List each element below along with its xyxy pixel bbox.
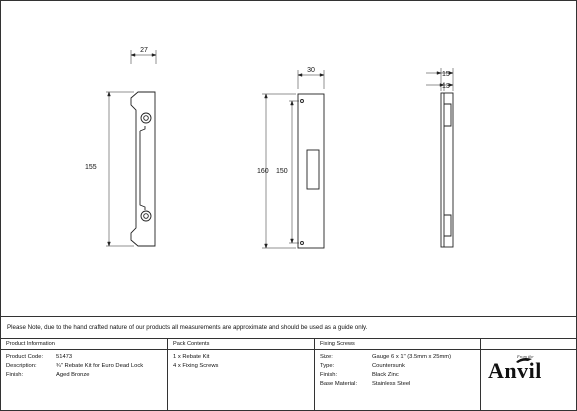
pack-item: 1 x Rebate Kit: [173, 354, 210, 360]
screw-material-label: Base Material:: [320, 381, 358, 387]
fixing-screws-body: Size: Gauge 6 x 1" (3.5mm x 25mm) Type: Co…: [320, 350, 478, 411]
pack-contents-heading: Pack Contents: [168, 339, 315, 350]
anvil-icon: [516, 358, 532, 363]
screw-size-value: Gauge 6 x 1" (3.5mm x 25mm): [372, 354, 452, 360]
disclaimer-note: Please Note, due to the hand crafted nat…: [1, 317, 576, 339]
dim-edge-inner-label: 13: [442, 83, 450, 90]
description-row: Description: ¾" Rebate Kit for Euro Dead …: [6, 363, 143, 369]
product-code-row: Product Code: 51473: [6, 354, 72, 360]
divider: [167, 339, 168, 411]
screw-type-label: Type:: [320, 363, 335, 369]
front-top-screw-hole: [140, 112, 152, 124]
finish-row: Finish: Aged Bronze: [6, 372, 90, 378]
description-value: ¾" Rebate Kit for Euro Dead Lock: [56, 363, 144, 369]
screw-finish-row: Finish: Black Zinc: [320, 372, 399, 378]
screw-material-value: Stainless Steel: [372, 381, 411, 387]
front-plate-outline: [130, 91, 156, 247]
edge-view: [440, 92, 454, 248]
screw-finish-value: Black Zinc: [372, 372, 399, 378]
brand-heading-cell: [481, 339, 576, 350]
pack-contents-body: 1 x Rebate Kit 4 x Fixing Screws: [173, 350, 313, 411]
screw-size-row: Size: Gauge 6 x 1" (3.5mm x 25mm): [320, 354, 451, 360]
screw-material-row: Base Material: Stainless Steel: [320, 381, 410, 387]
dim-side-width-label: 30: [307, 67, 315, 74]
front-view: [130, 91, 156, 247]
dim-side-inner-height-label: 150: [276, 168, 288, 175]
dim-side-width: [297, 70, 325, 89]
screw-size-label: Size:: [320, 354, 333, 360]
finish-label: Finish:: [6, 372, 24, 378]
dim-edge-outer-label: 15: [442, 71, 450, 78]
dim-front-height-label: 155: [85, 164, 97, 171]
product-info-heading: Product Information: [1, 339, 168, 350]
front-plate-inner-slot: [139, 126, 146, 210]
dim-side-inner-height: [289, 100, 299, 244]
edge-bottom-tab: [444, 214, 452, 237]
screw-finish-label: Finish:: [320, 372, 338, 378]
divider: [480, 339, 481, 411]
side-view: [297, 93, 325, 249]
brand-tagline: From the: [517, 354, 534, 359]
dim-side-outer-height-label: 160: [257, 168, 269, 175]
dim-edge-outer: [426, 68, 454, 91]
dim-edge-inner: [426, 82, 454, 91]
side-top-hole: [300, 99, 304, 103]
side-plate-cutout: [306, 149, 320, 190]
side-plate-outline: [297, 93, 325, 249]
edge-plate-outline: [440, 92, 454, 248]
product-code-label: Product Code:: [6, 354, 44, 360]
dim-front-width-label: 27: [140, 47, 148, 54]
divider: [314, 339, 315, 411]
front-bottom-screw-hole: [140, 210, 152, 222]
product-info-body: Product Code: 51473 Description: ¾" Rebate…: [6, 350, 166, 411]
dim-side-outer-height: [262, 93, 296, 249]
dim-front-height: [106, 91, 134, 247]
pack-item: 4 x Fixing Screws: [173, 363, 219, 369]
finish-value: Aged Bronze: [56, 372, 90, 378]
anvil-logo: From the Anvil: [488, 354, 568, 384]
fixing-screws-heading: Fixing Screws: [315, 339, 480, 350]
product-code-value: 51473: [56, 354, 73, 360]
side-bottom-hole: [300, 241, 304, 245]
brand-name: Anvil: [488, 358, 542, 383]
screw-type-row: Type: Countersunk: [320, 363, 405, 369]
title-block: Please Note, due to the hand crafted nat…: [1, 316, 576, 411]
screw-type-value: Countersunk: [372, 363, 405, 369]
edge-top-tab: [444, 103, 452, 127]
description-label: Description:: [6, 363, 37, 369]
dim-front-width: [130, 50, 157, 64]
